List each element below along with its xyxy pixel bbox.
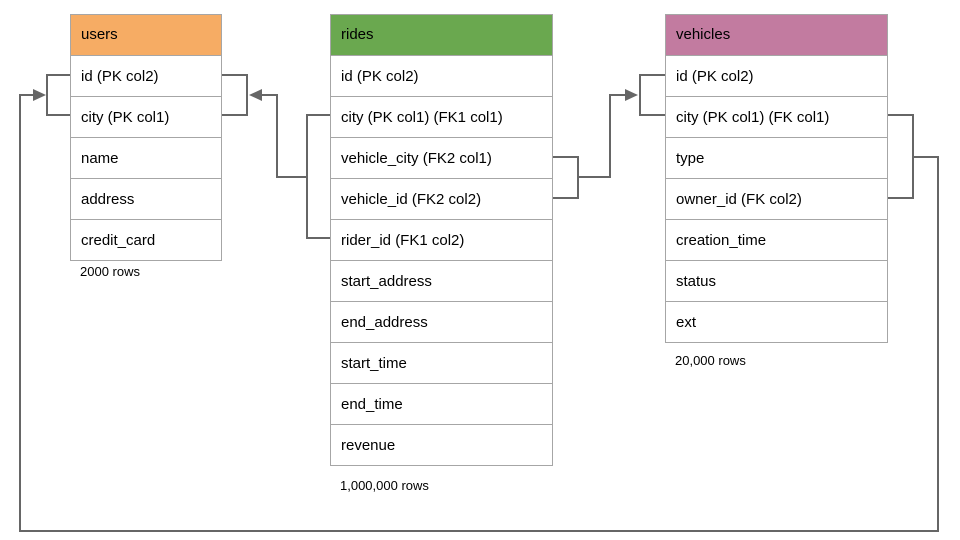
table-column-row: vehicle_city (FK2 col1) xyxy=(331,137,552,178)
vehicles-to-users-connector xyxy=(19,94,939,532)
table-column-row: id (PK col2) xyxy=(331,55,552,96)
table-column-row: status xyxy=(666,260,887,301)
vehicles-row-count: 20,000 rows xyxy=(675,353,746,368)
rides-to-vehicles-connector xyxy=(578,94,626,178)
users-row-count: 2000 rows xyxy=(80,264,140,279)
table-column-row: start_time xyxy=(331,342,552,383)
rides-to-users-arrowhead xyxy=(249,89,262,101)
table-vehicles-columns: id (PK col2)city (PK col1) (FK col1)type… xyxy=(666,55,887,342)
rides-fk2-bracket xyxy=(553,156,579,199)
table-users-header: users xyxy=(71,15,221,55)
vehicles-fk-bracket xyxy=(888,114,914,199)
rides-to-users-connector xyxy=(261,94,307,178)
users-key-bracket-left xyxy=(46,74,70,116)
table-column-row: end_time xyxy=(331,383,552,424)
table-column-row: credit_card xyxy=(71,219,221,260)
vehicles-to-users-arrowhead xyxy=(33,89,46,101)
table-column-row: id (PK col2) xyxy=(71,55,221,96)
rides-row-count: 1,000,000 rows xyxy=(340,478,429,493)
table-column-row: creation_time xyxy=(666,219,887,260)
table-column-row: owner_id (FK col2) xyxy=(666,178,887,219)
table-column-row: revenue xyxy=(331,424,552,465)
table-column-row: start_address xyxy=(331,260,552,301)
table-column-row: city (PK col1) (FK col1) xyxy=(666,96,887,137)
vehicles-key-bracket-left xyxy=(639,74,665,116)
table-column-row: end_address xyxy=(331,301,552,342)
table-column-row: address xyxy=(71,178,221,219)
table-column-row: ext xyxy=(666,301,887,342)
table-column-row: city (PK col1) (FK1 col1) xyxy=(331,96,552,137)
users-key-bracket-right xyxy=(222,74,248,116)
table-column-row: name xyxy=(71,137,221,178)
table-column-row: rider_id (FK1 col2) xyxy=(331,219,552,260)
rides-fk1-bracket xyxy=(306,114,330,239)
table-rides-header: rides xyxy=(331,15,552,55)
table-column-row: type xyxy=(666,137,887,178)
table-column-row: vehicle_id (FK2 col2) xyxy=(331,178,552,219)
table-vehicles: vehicles id (PK col2)city (PK col1) (FK … xyxy=(665,14,888,343)
table-rides: rides id (PK col2)city (PK col1) (FK1 co… xyxy=(330,14,553,466)
table-column-row: id (PK col2) xyxy=(666,55,887,96)
table-rides-columns: id (PK col2)city (PK col1) (FK1 col1)veh… xyxy=(331,55,552,465)
table-column-row: city (PK col1) xyxy=(71,96,221,137)
rides-to-vehicles-arrowhead xyxy=(625,89,638,101)
table-vehicles-header: vehicles xyxy=(666,15,887,55)
